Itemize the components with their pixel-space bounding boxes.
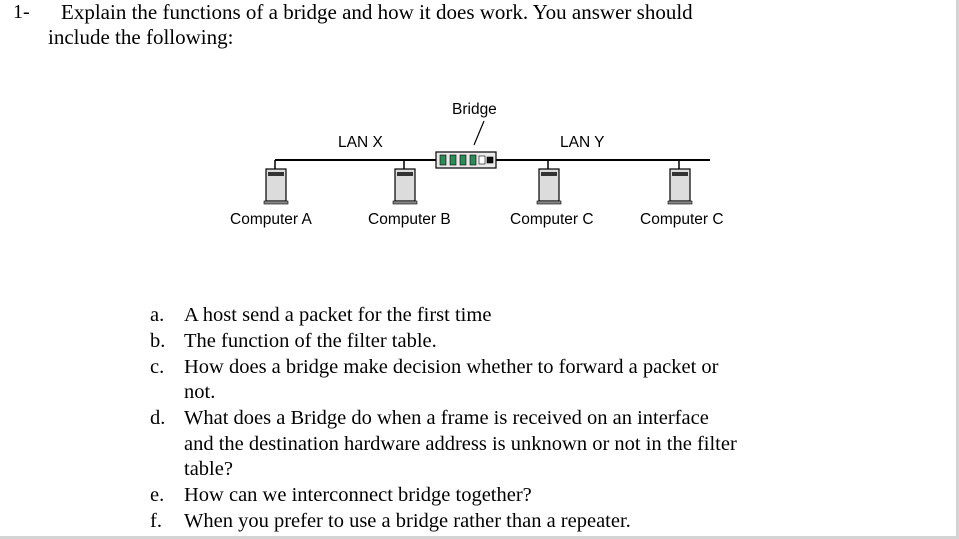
computer-c-label: Computer C: [510, 211, 594, 228]
computer-a-icon: [263, 160, 289, 205]
page-right-border: [956, 0, 959, 539]
bridge-label: Bridge: [452, 101, 497, 118]
lan-x-label: LAN X: [338, 134, 383, 151]
page-bottom-border: [0, 536, 959, 539]
computer-b-icon: [392, 160, 418, 205]
list-item-text: table?: [184, 458, 233, 480]
bridge-network-diagram: [263, 120, 710, 205]
computer-b-label: Computer B: [368, 211, 451, 228]
question-text-line-2: include the following:: [48, 25, 234, 49]
list-item-text: When you prefer to use a bridge rather t…: [184, 510, 631, 532]
list-item-letter: c.: [150, 356, 165, 378]
computer-a-label: Computer A: [230, 211, 312, 228]
list-item-text: The function of the filter table.: [184, 330, 437, 352]
list-item-letter: d.: [150, 407, 166, 429]
list-item-text: What does a Bridge do when a frame is re…: [184, 407, 709, 429]
list-item-letter: a.: [150, 304, 165, 326]
list-item-letter: e.: [150, 484, 165, 506]
computer-c-second-icon: [667, 160, 693, 205]
question-number: 1-: [13, 1, 30, 23]
list-item-text: How does a bridge make decision whether …: [184, 356, 719, 378]
list-item-letter: f.: [150, 510, 162, 532]
list-item-text: A host send a packet for the first time: [184, 304, 492, 326]
question-text-line-1: Explain the functions of a bridge and ho…: [61, 0, 693, 24]
lan-y-label: LAN Y: [560, 134, 605, 151]
computer-c-second-label: Computer C: [640, 211, 724, 228]
bridge-pointer-line: [473, 120, 485, 146]
list-item-text: not.: [184, 381, 216, 403]
list-item-letter: b.: [150, 330, 166, 352]
list-item-text: and the destination hardware address is …: [184, 433, 737, 455]
computer-c-icon: [536, 160, 562, 205]
list-item-text: How can we interconnect bridge together?: [184, 484, 532, 506]
bridge-device-icon: [435, 151, 497, 169]
